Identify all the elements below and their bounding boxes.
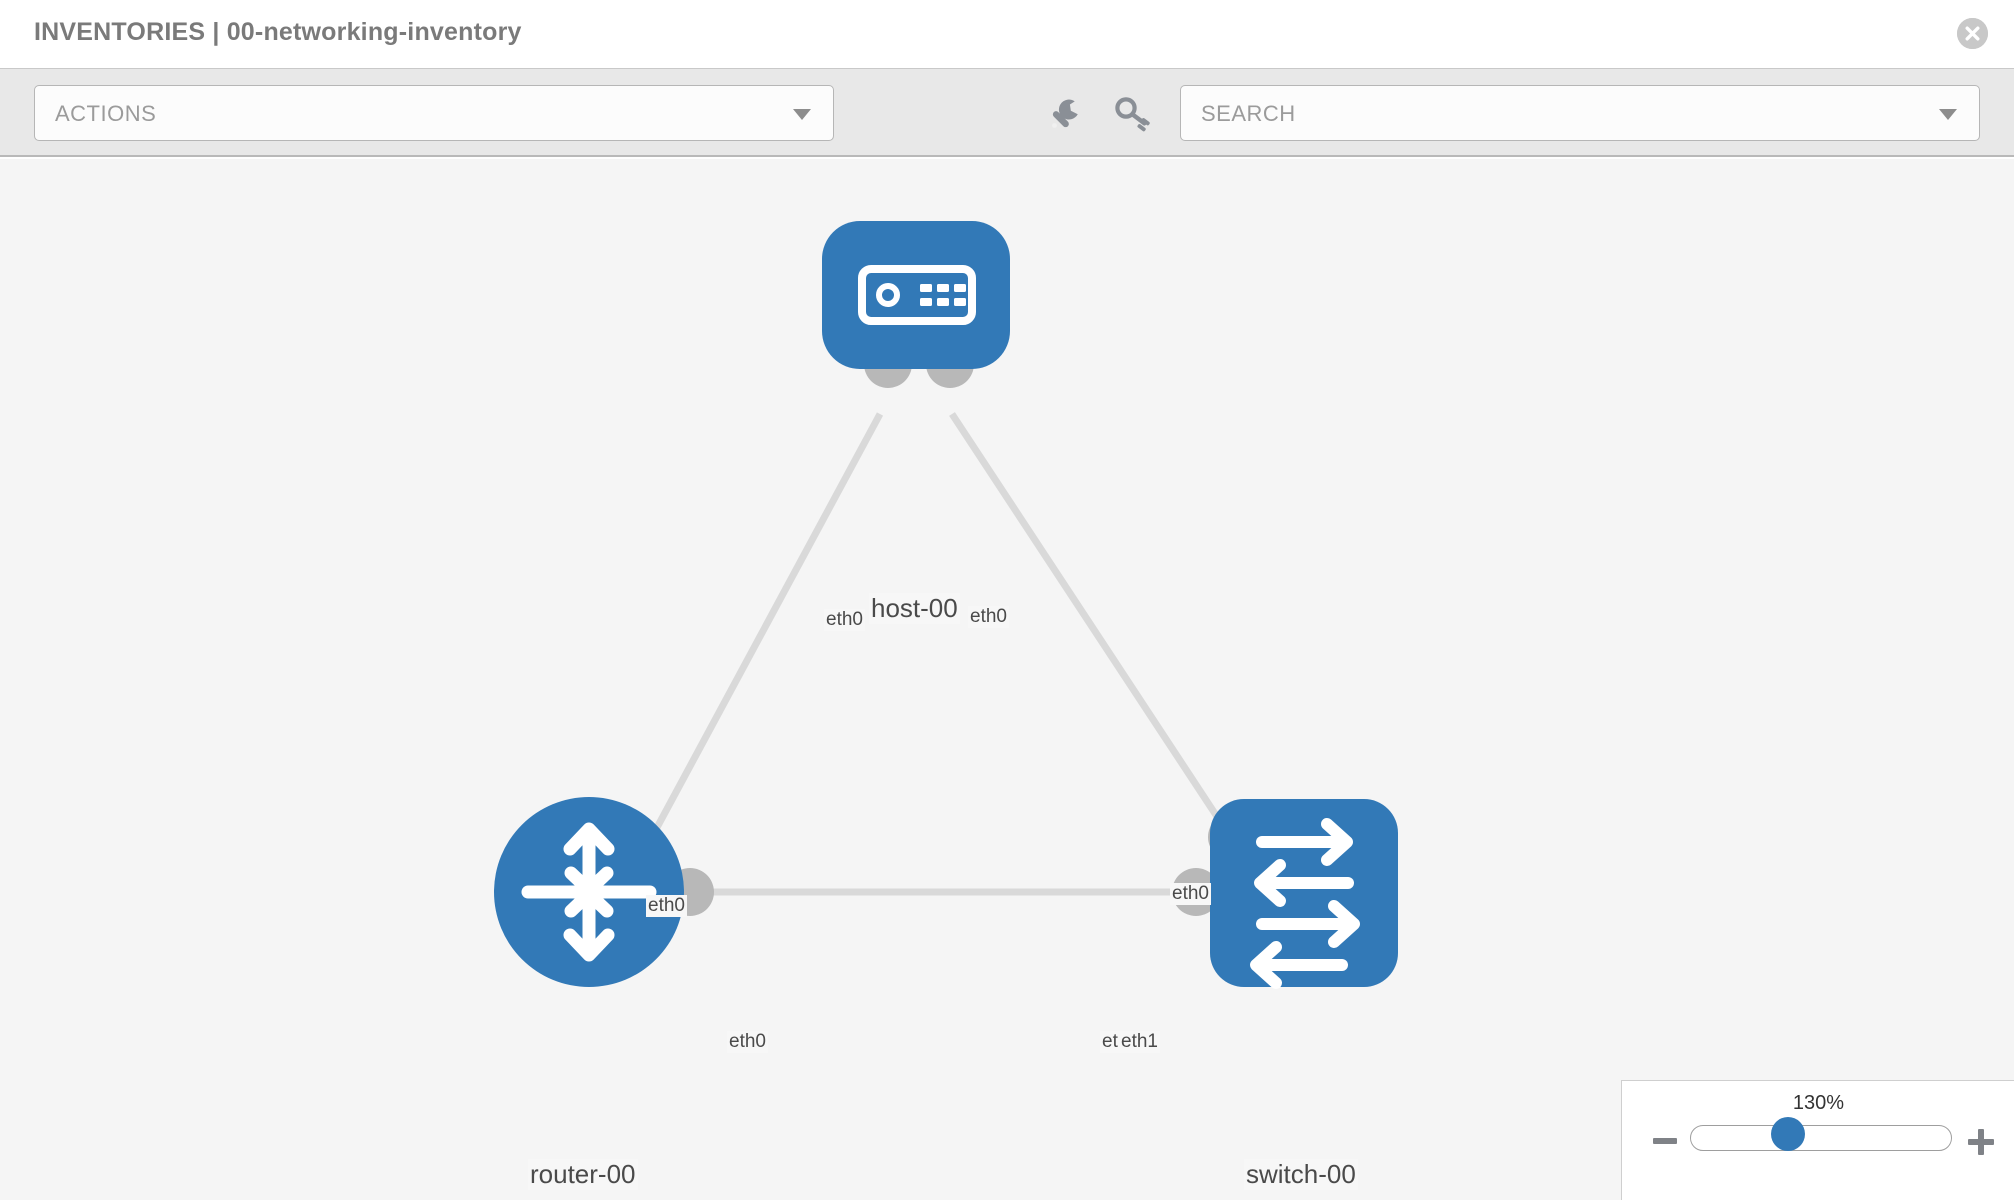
zoom-slider-thumb[interactable] — [1771, 1117, 1805, 1151]
page-header: INVENTORIES | 00-networking-inventory — [0, 0, 2014, 69]
chevron-down-icon — [1939, 109, 1957, 120]
close-icon[interactable] — [1957, 18, 1988, 49]
node-label-host-00: host-00 — [869, 593, 960, 624]
router-arrows-icon — [521, 822, 657, 962]
interface-label: eth1 — [1119, 1031, 1160, 1053]
topology-canvas[interactable]: host-00 router-00 switch-00 eth0 eth0 et… — [0, 159, 2014, 1200]
interface-label: eth0 — [646, 895, 687, 917]
server-icon — [858, 265, 976, 325]
node-router-00[interactable] — [494, 797, 684, 987]
page-title: INVENTORIES | 00-networking-inventory — [34, 18, 522, 46]
node-label-switch-00: switch-00 — [1244, 1159, 1358, 1190]
link-host-switch — [949, 412, 1238, 846]
zoom-in-button[interactable] — [1967, 1128, 1995, 1161]
zoom-level-value: 130% — [1792, 1092, 1845, 1114]
interface-label: eth0 — [1170, 883, 1211, 905]
interface-label: eth0 — [968, 606, 1009, 628]
switch-arrows-icon — [1250, 818, 1360, 989]
wrench-icon[interactable] — [1043, 92, 1087, 136]
key-icon[interactable] — [1111, 92, 1155, 136]
node-switch-00[interactable] — [1210, 799, 1398, 989]
interface-label: eth0 — [727, 1031, 768, 1053]
topology-graph — [494, 221, 1398, 989]
link-host-router — [636, 412, 884, 861]
actions-dropdown[interactable]: ACTIONS — [34, 85, 834, 141]
actions-dropdown-label: ACTIONS — [55, 101, 157, 126]
zoom-slider[interactable] — [1690, 1125, 1952, 1151]
node-host-00[interactable] — [822, 221, 1010, 369]
zoom-control-panel: 130% — [1621, 1080, 2014, 1200]
interface-label: eth0 — [824, 609, 865, 631]
zoom-out-button[interactable] — [1652, 1128, 1678, 1159]
chevron-down-icon — [793, 109, 811, 120]
node-label-router-00: router-00 — [528, 1159, 638, 1190]
search-input[interactable]: SEARCH — [1180, 85, 1980, 141]
search-placeholder: SEARCH — [1201, 101, 1296, 126]
